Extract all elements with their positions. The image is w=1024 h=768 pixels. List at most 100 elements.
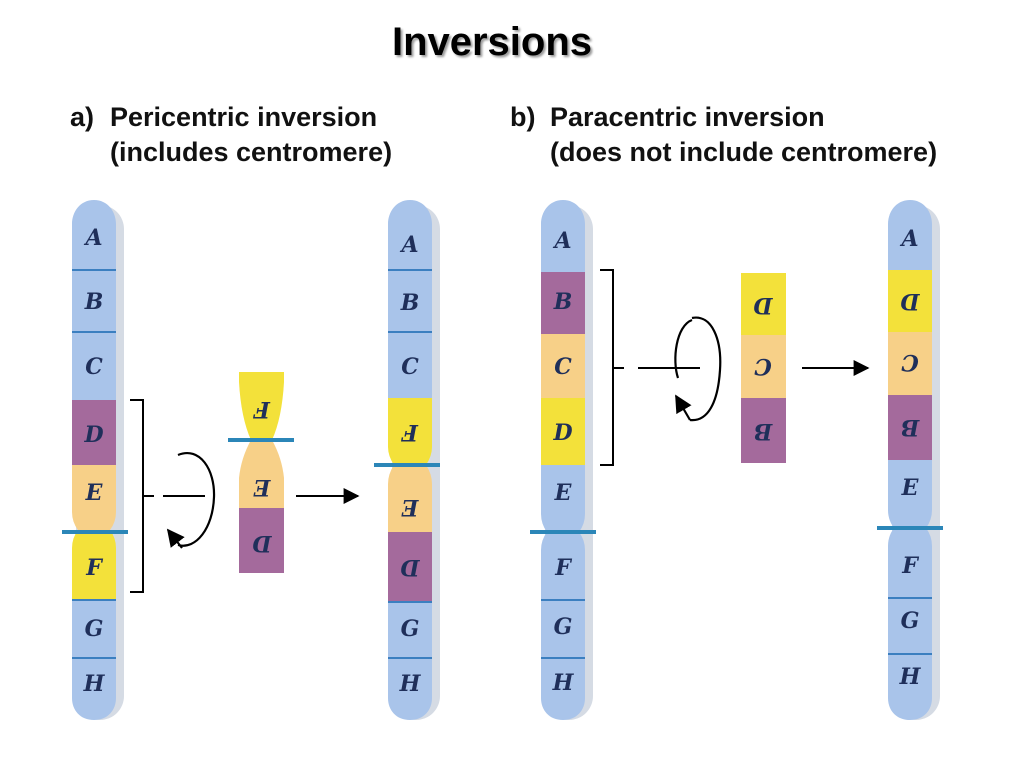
segment-A xyxy=(541,200,585,272)
label-G: G xyxy=(554,614,573,640)
segment-D xyxy=(388,532,432,602)
segment-C xyxy=(72,332,116,400)
segment-D xyxy=(541,398,585,465)
inversion-bracket xyxy=(600,269,614,466)
label-F-inverted: F xyxy=(253,396,271,422)
panel-a-heading: a) Pericentric inversion (includes centr… xyxy=(70,100,392,170)
panel-b-subtitle: (does not include centromere) xyxy=(550,137,938,167)
label-F: F xyxy=(85,555,103,581)
label-A: A xyxy=(552,228,571,254)
inversion-bracket xyxy=(130,399,144,593)
label-D: D xyxy=(552,420,572,446)
label-G: G xyxy=(401,616,420,642)
rotation-arrow-back xyxy=(674,318,693,379)
fragment-segment-E xyxy=(239,440,284,508)
panel-b-letter: b) xyxy=(510,102,536,132)
panel-b-title: Paracentric inversion xyxy=(550,102,825,132)
fragment-a: F E D xyxy=(228,372,294,573)
segment-A xyxy=(888,200,932,270)
label-B-inverted: B xyxy=(754,418,774,444)
rotation-arrow-head xyxy=(675,394,692,421)
chromosome-a-original: A B C D E F G H xyxy=(62,200,128,720)
label-F: F xyxy=(901,553,919,579)
label-H: H xyxy=(83,671,106,697)
label-A: A xyxy=(899,226,918,252)
segment-C xyxy=(888,332,932,395)
fragment-segment-D xyxy=(741,273,786,335)
segment-H xyxy=(388,658,432,720)
label-B-inverted: B xyxy=(901,414,921,440)
segment-C xyxy=(541,334,585,398)
chromosome-a-result: A B C F E D G H xyxy=(374,200,440,720)
label-C: C xyxy=(85,354,103,380)
label-D: D xyxy=(83,422,103,448)
slide-title: Inversions xyxy=(391,20,593,64)
rotation-arrow-head xyxy=(166,528,185,549)
segment-A xyxy=(72,200,116,270)
panel-a-letter: a) xyxy=(70,102,95,132)
segment-H xyxy=(888,654,932,720)
label-H: H xyxy=(552,670,575,696)
segment-E xyxy=(888,460,932,528)
label-C-inverted: C xyxy=(901,349,919,375)
label-D-inverted: D xyxy=(400,554,420,580)
label-D-inverted: D xyxy=(900,288,920,314)
segment-D xyxy=(888,270,932,332)
label-C-inverted: C xyxy=(754,353,772,379)
label-F: F xyxy=(554,555,572,581)
segment-B xyxy=(388,270,432,332)
label-C: C xyxy=(554,354,572,380)
panel-b-heading: b) Paracentric inversion (does not inclu… xyxy=(510,100,937,170)
label-B: B xyxy=(84,289,104,315)
label-F-inverted: F xyxy=(401,419,419,445)
label-E-inverted: E xyxy=(252,474,271,500)
segment-G xyxy=(388,602,432,658)
segment-B xyxy=(72,270,116,332)
label-A: A xyxy=(399,232,418,258)
chromosome-b-result: A D C B E F G H xyxy=(877,200,943,720)
fragment-b: D C B xyxy=(741,273,786,463)
fragment-segment-C xyxy=(741,335,786,398)
segment-H xyxy=(541,658,585,720)
segment-F xyxy=(888,528,932,598)
label-D-inverted: D xyxy=(252,530,272,556)
label-E: E xyxy=(554,480,573,506)
panel-a-subtitle: (includes centromere) xyxy=(110,137,393,167)
label-D-inverted: D xyxy=(753,292,773,318)
label-B: B xyxy=(400,290,420,316)
segment-B xyxy=(541,272,585,334)
label-E-inverted: E xyxy=(400,494,419,520)
rotation-arrow xyxy=(177,452,216,547)
fragment-segment-D xyxy=(239,508,284,573)
chromosome-b-original: A B C D E F G H xyxy=(530,200,596,720)
segment-E xyxy=(541,465,585,532)
label-A: A xyxy=(83,225,102,251)
segment-E xyxy=(388,465,432,532)
segment-C xyxy=(388,332,432,398)
segment-G xyxy=(888,598,932,654)
label-G: G xyxy=(901,608,920,634)
segment-F xyxy=(388,398,432,465)
fragment-segment-B xyxy=(741,398,786,463)
segment-E xyxy=(72,465,116,530)
label-G: G xyxy=(85,616,104,642)
segment-F xyxy=(541,532,585,600)
label-E: E xyxy=(901,475,920,501)
segment-F xyxy=(72,530,116,600)
label-E: E xyxy=(85,480,104,506)
segment-G xyxy=(72,600,116,658)
segment-D xyxy=(72,400,116,465)
segment-G xyxy=(541,600,585,658)
panel-a-title: Pericentric inversion xyxy=(110,102,378,132)
segment-A xyxy=(388,200,432,270)
segment-B xyxy=(888,395,932,460)
label-H: H xyxy=(399,671,422,697)
rotation-arrow xyxy=(689,316,722,422)
label-B: B xyxy=(553,289,573,315)
segment-H xyxy=(72,658,116,720)
label-H: H xyxy=(899,664,922,690)
label-C: C xyxy=(401,354,419,380)
fragment-segment-F xyxy=(239,372,284,440)
